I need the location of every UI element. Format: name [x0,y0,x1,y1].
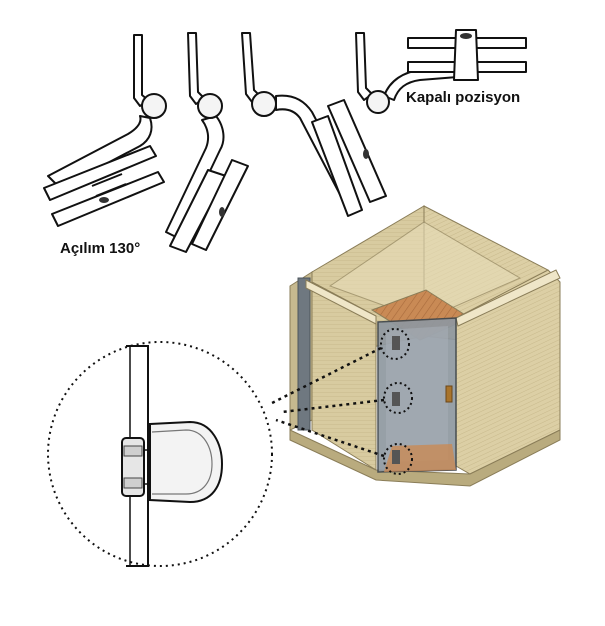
closed-position-label: Kapalı pozisyon [406,89,521,106]
open-angle-label: Açılım 130° [60,240,141,257]
sauna-cabin [289,205,561,487]
hinge-position-3 [241,32,387,217]
hinge-position-2 [165,32,249,253]
magnifier-detail [47,341,273,567]
hinge-closed [355,29,527,114]
hinge-callout-markers [380,328,413,475]
callout-leader-lines [269,346,385,458]
hinge-open-130 [43,34,167,227]
